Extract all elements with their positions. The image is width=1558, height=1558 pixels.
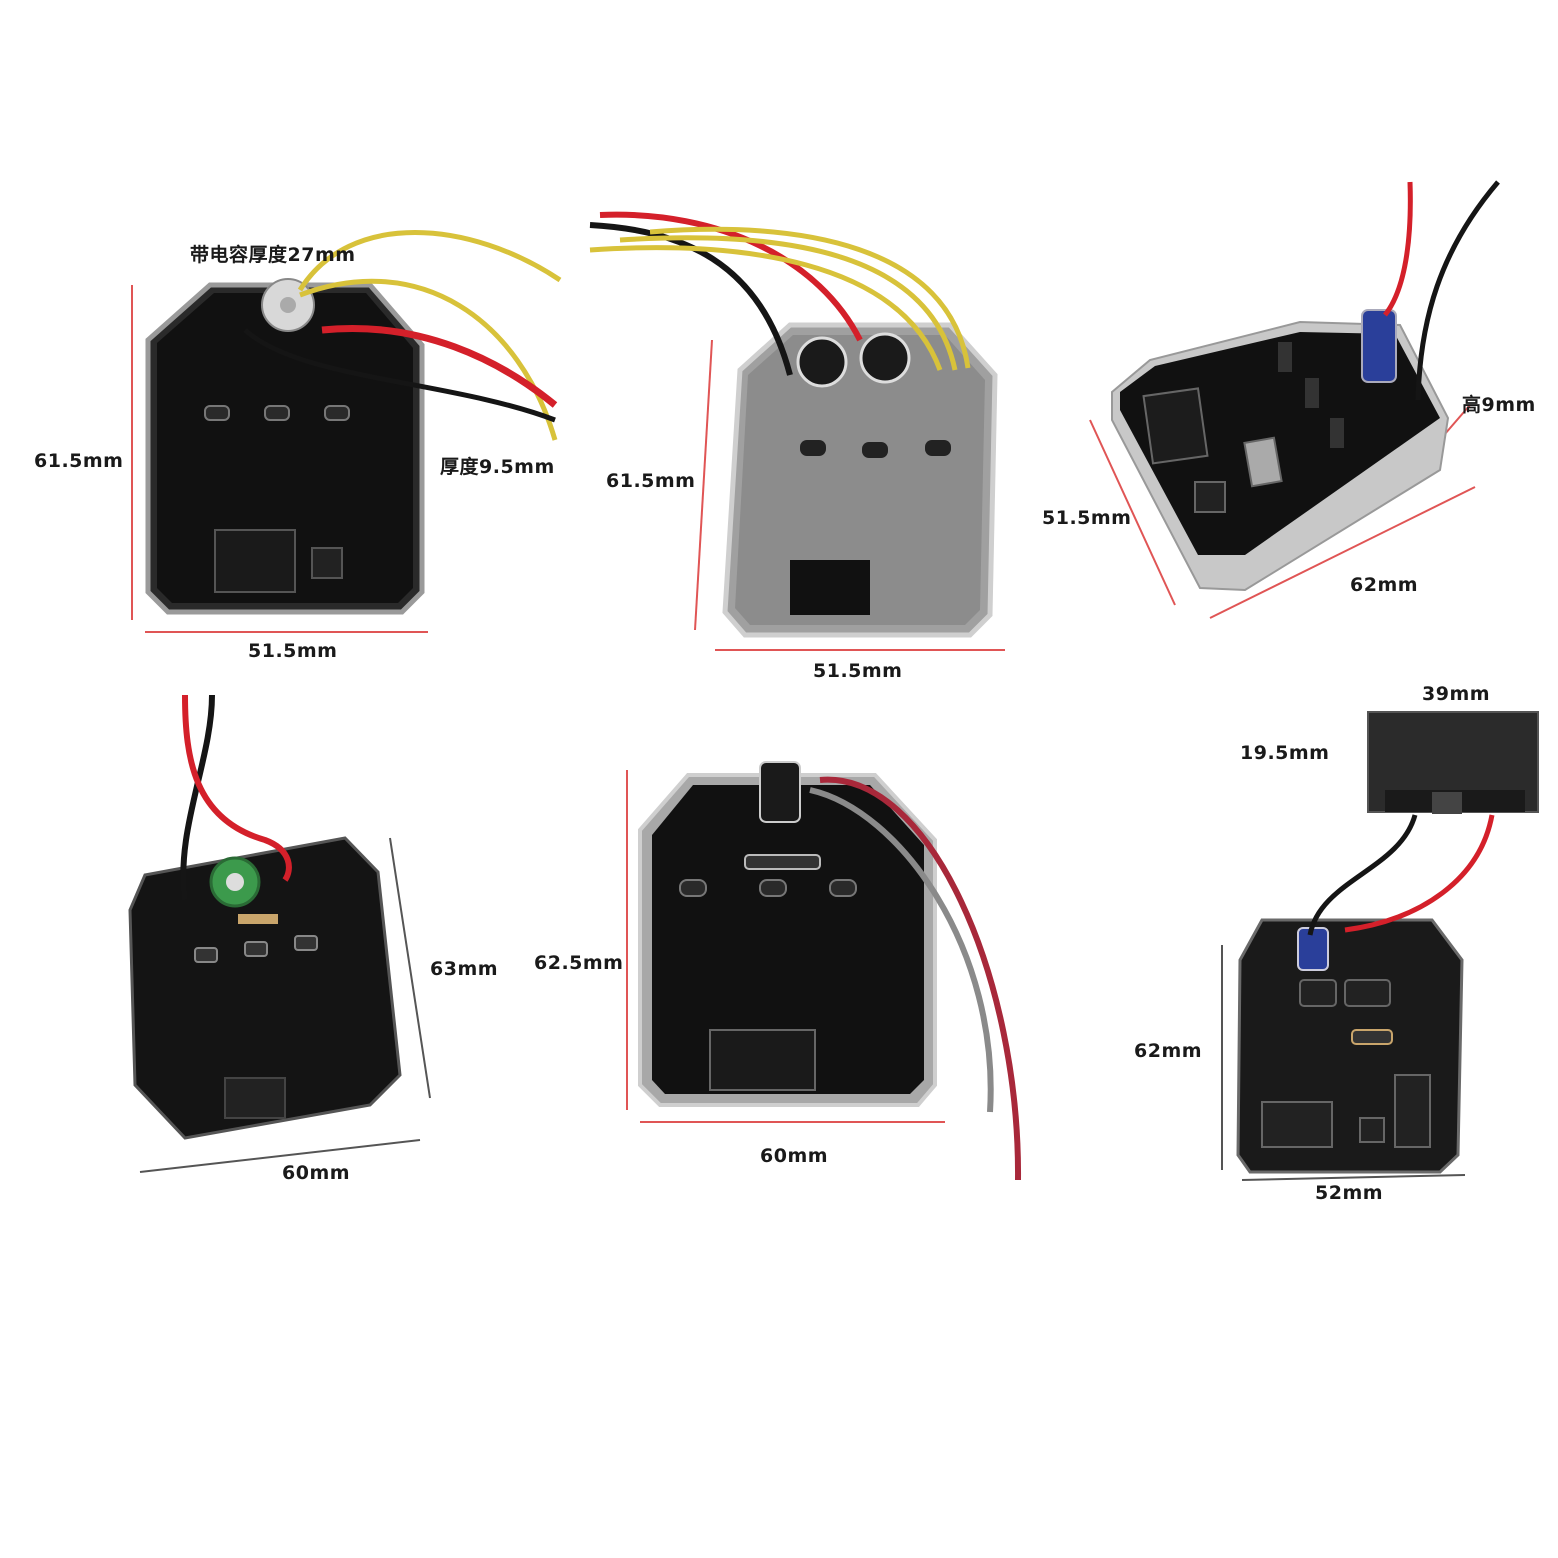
board-6-switch-width-label: 39mm (1422, 683, 1491, 705)
board-2 (589, 211, 1005, 651)
board-4-pad (244, 941, 268, 957)
board-5-height-label: 62.5mm (534, 952, 624, 974)
board-3-height-label: 高9mm (1462, 394, 1536, 416)
board-2-height-label: 61.5mm (606, 470, 696, 492)
board-5-pad (829, 879, 857, 897)
board-4-wire-black (180, 694, 215, 901)
board-4-height-label: 63mm (430, 958, 499, 980)
board-3 (1089, 180, 1500, 619)
board-5-width-label: 60mm (760, 1145, 829, 1167)
board-6-chip (1351, 1029, 1393, 1045)
board-5-pad (759, 879, 787, 897)
board-1-pad (264, 405, 290, 421)
board-3-pad (1330, 418, 1344, 448)
board-1-wire-red (321, 324, 558, 408)
board-3-width-label: 62mm (1350, 574, 1419, 596)
board-3-button (1194, 481, 1226, 513)
board-2-potting (735, 335, 985, 625)
board-4 (128, 694, 431, 1173)
board-5-connector (709, 1029, 816, 1091)
board-3-capacitor (1361, 309, 1397, 383)
board-2-wire-black (589, 222, 793, 376)
board-5 (626, 761, 1022, 1181)
board-4-pad (194, 947, 218, 963)
board-1 (131, 230, 562, 633)
board-4-connector (224, 1077, 286, 1119)
board-5-capacitor (759, 761, 801, 823)
board-5-pad (679, 879, 707, 897)
board-5-wire-darkred (819, 776, 1022, 1181)
board-4-height-line (389, 837, 431, 1099)
board-5-chip (744, 854, 821, 870)
board-2-pad (800, 440, 826, 456)
board-2-wire-yellow (589, 245, 943, 371)
board-1-width-label: 51.5mm (248, 640, 338, 662)
board-3-crystal (1243, 436, 1283, 488)
board-2-width-label: 51.5mm (813, 660, 903, 682)
board-6-width-line (1241, 1174, 1466, 1181)
board-2-connector (790, 560, 870, 615)
board-4-housing (128, 836, 402, 1140)
board-5-potting (652, 785, 924, 1094)
board-4-pad (294, 935, 318, 951)
board-6-capacitor (1297, 927, 1329, 971)
board-3-depth-line (1089, 419, 1176, 606)
board-1-capacitor-thickness-label: 带电容厚度27mm (190, 244, 356, 266)
board-6-height-label: 62mm (1134, 1040, 1203, 1062)
board-6-wire-red (1344, 814, 1495, 933)
board-2-wire-yellow (619, 235, 958, 371)
board-3-width-line (1209, 486, 1476, 619)
board-1-wire-yellow (297, 230, 562, 292)
board-2-capacitor (859, 332, 911, 384)
board-1-thickness-label: 厚度9.5mm (440, 456, 555, 478)
board-1-connector (214, 529, 296, 593)
board-4-width-line (139, 1139, 421, 1173)
board-1-pad (324, 405, 350, 421)
board-2-pad (925, 440, 951, 456)
board-2-wire-yellow (649, 226, 971, 369)
board-3-pad (1305, 378, 1319, 408)
board-3-wire-red (1383, 181, 1413, 317)
board-6-wire-black (1307, 814, 1418, 936)
board-4-width-label: 60mm (282, 1162, 351, 1184)
board-5-wire-grey (809, 787, 994, 1113)
board-1-pad (204, 405, 230, 421)
board-3-depth-label: 51.5mm (1042, 507, 1132, 529)
board-6-connector (1261, 1101, 1333, 1148)
board-2-capacitor (796, 336, 848, 388)
board-2-height-line (694, 339, 713, 631)
board-3-connector (1142, 387, 1209, 465)
board-6-width-label: 52mm (1315, 1182, 1384, 1204)
board-6-pad (1344, 979, 1391, 1007)
board-2-wire-red (599, 211, 863, 342)
board-6-relay (1394, 1074, 1431, 1148)
board-6 (1221, 711, 1539, 1181)
board-1-button (311, 547, 343, 579)
board-1-wire-black (243, 328, 556, 423)
board-6-button (1359, 1117, 1385, 1143)
board-3-wire-black (1415, 180, 1500, 401)
board-6-pad (1299, 979, 1337, 1007)
board-4-chip (238, 914, 278, 924)
board-3-pad (1278, 342, 1292, 372)
board-1-height-label: 61.5mm (34, 450, 124, 472)
board-2-pad (862, 442, 888, 458)
board-6-switch-height-label: 19.5mm (1240, 742, 1330, 764)
board-4-wire-red (182, 694, 292, 882)
